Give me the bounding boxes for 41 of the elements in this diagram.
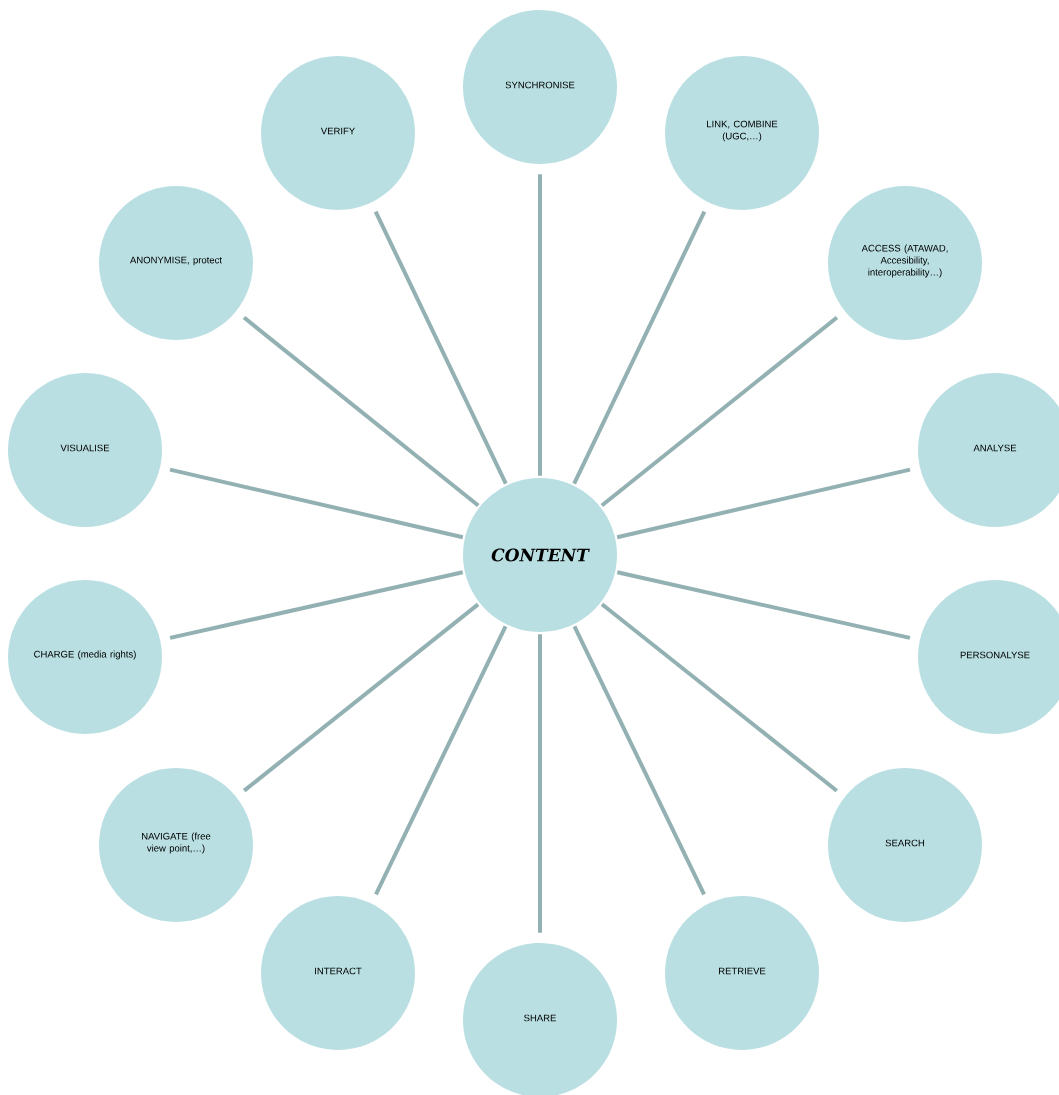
node-label: CHARGE (media rights)	[34, 650, 136, 660]
node-label: INTERACT	[315, 967, 362, 975]
spoke-line	[600, 315, 839, 508]
topic-circle	[828, 186, 982, 340]
node-label: VERIFY	[320, 127, 355, 135]
topic-circle	[8, 580, 162, 734]
spoke-line	[242, 316, 480, 507]
hub-circle	[463, 478, 617, 632]
node-label: LINK, COMBINE (UGC,…)	[707, 120, 778, 142]
topic-circle	[463, 10, 617, 164]
node-label: NAVIGATE (free view point,…)	[142, 832, 211, 854]
node-label: PERSONALYSE	[960, 651, 1030, 659]
spoke-line	[374, 625, 508, 896]
spoke-line	[616, 467, 911, 540]
node-label: ACCESS (ATAWAD, Accesibility, interoperability…)	[861, 244, 948, 278]
spoke-line	[538, 174, 542, 476]
spoke-line	[572, 210, 707, 485]
spoke-line	[600, 602, 838, 793]
node-label: ANALYSE	[973, 444, 1017, 452]
topic-circle	[8, 373, 162, 527]
spoke-line	[242, 602, 480, 793]
node-label: RETRIEVE	[719, 967, 766, 975]
topic-circle	[99, 186, 253, 340]
spoke-line	[616, 570, 911, 640]
topic-circle	[828, 768, 982, 922]
spoke-line	[572, 625, 706, 896]
spoke-line	[538, 634, 542, 933]
spoke-line	[169, 570, 464, 640]
node-label: SHARE	[524, 1014, 556, 1022]
spoke-line	[373, 210, 508, 485]
topic-circle	[99, 768, 253, 922]
node-label: CONTENT	[491, 548, 590, 562]
topic-circle	[261, 56, 415, 210]
topic-circle	[261, 896, 415, 1050]
node-label: SEARCH	[885, 839, 925, 847]
node-label: ANONYMISE, protect	[130, 256, 222, 266]
node-label: SYNCHRONISE	[505, 81, 575, 89]
spoke-line	[169, 467, 464, 540]
node-label: VISUALISE	[60, 444, 110, 452]
topic-circle	[665, 896, 819, 1050]
topic-circle	[665, 56, 819, 210]
